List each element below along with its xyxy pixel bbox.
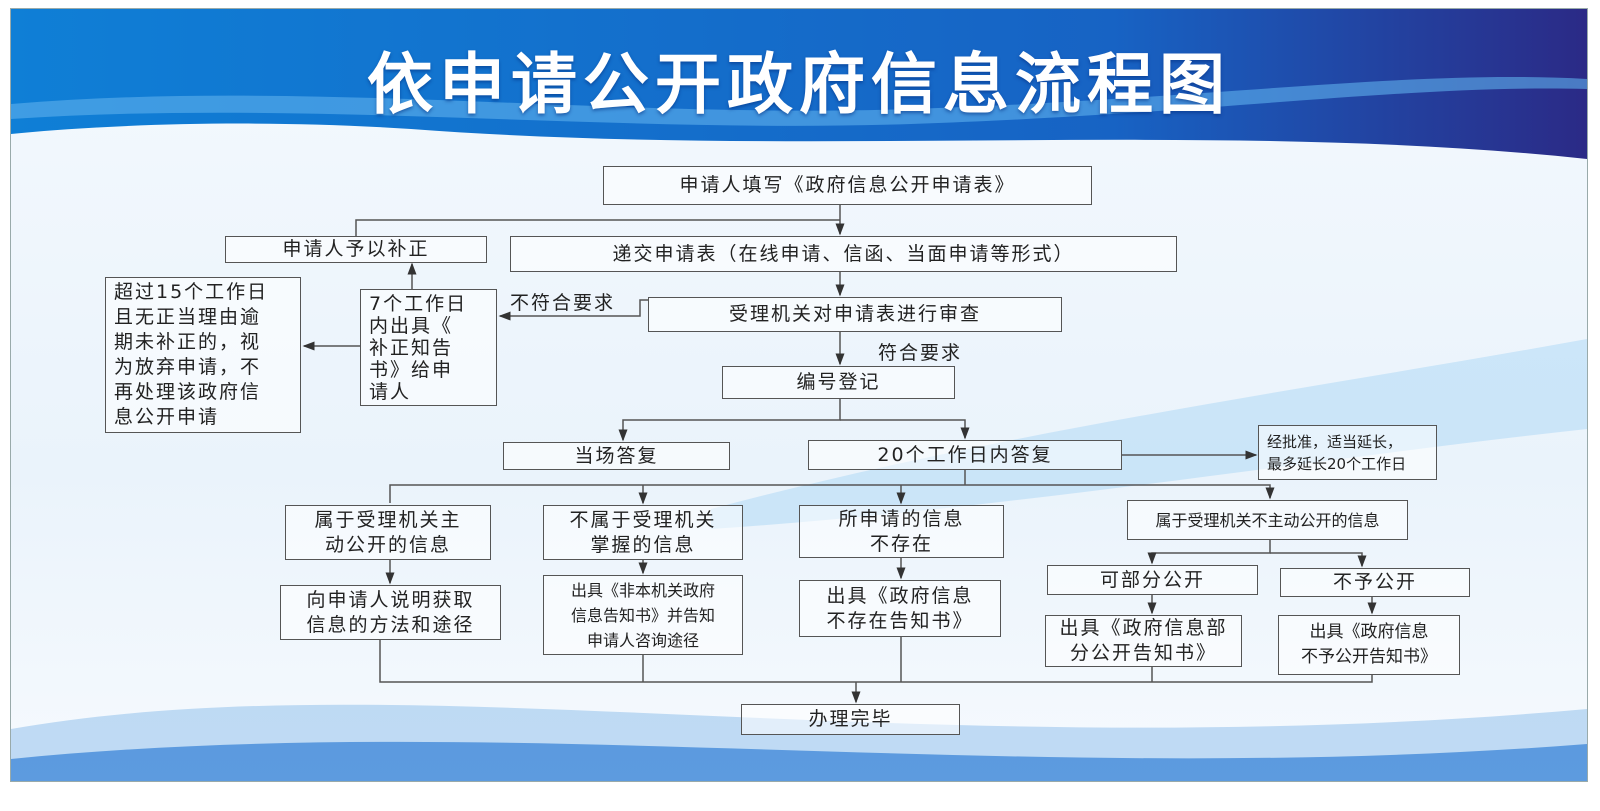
label-meet: 符合要求 bbox=[878, 342, 963, 364]
node-reply-20days: 20个工作日内答复 bbox=[808, 440, 1122, 470]
connector bbox=[379, 640, 1373, 683]
connector bbox=[355, 219, 840, 236]
connector bbox=[840, 419, 970, 440]
connector bbox=[618, 399, 841, 442]
node-not-active: 属于受理机关不主动公开的信息 bbox=[1127, 500, 1408, 540]
connector bbox=[1270, 552, 1367, 568]
node-partial: 可部分公开 bbox=[1047, 565, 1258, 595]
node-notice-7days: 7个工作日 内出具《 补正知告 书》给申 请人 bbox=[360, 289, 497, 406]
node-submit: 递交申请表（在线申请、信函、当面申请等形式） bbox=[510, 236, 1177, 272]
node-explain-method: 向申请人说明获取 信息的方法和途径 bbox=[280, 585, 501, 640]
background-waves bbox=[11, 339, 1587, 781]
connector bbox=[389, 484, 1275, 503]
node-notice-partial: 出具《政府信息部 分公开告知书》 bbox=[1045, 615, 1242, 667]
node-review: 受理机关对申请表进行审查 bbox=[648, 297, 1062, 332]
node-not-exist: 所申请的信息 不存在 bbox=[799, 505, 1004, 558]
node-fill-form: 申请人填写《政府信息公开申请表》 bbox=[603, 166, 1092, 205]
header-band bbox=[11, 9, 1587, 159]
node-overdue: 超过15个工作日 且无正当理由逾 期未补正的，视 为放弃申请，不 再处理该政府信… bbox=[105, 277, 301, 433]
node-active-public: 属于受理机关主 动公开的信息 bbox=[285, 505, 491, 560]
page-title: 依申请公开政府信息流程图 bbox=[367, 46, 1231, 123]
node-reply-onsite: 当场答复 bbox=[503, 442, 730, 470]
node-not-held: 不属于受理机关 掌握的信息 bbox=[543, 505, 743, 560]
label-not-meet: 不符合要求 bbox=[510, 292, 616, 314]
node-notice-refuse: 出具《政府信息 不予公开告知书》 bbox=[1278, 615, 1460, 675]
node-notice-not-exist: 出具《政府信息 不存在告知书》 bbox=[799, 580, 1001, 637]
poster: 依申请公开政府信息流程图 bbox=[10, 8, 1588, 782]
node-notice-not-held: 出具《非本机关政府 信息告知书》并告知 申请人咨询途径 bbox=[543, 575, 743, 655]
node-extension: 经批准，适当延长， 最多延长20个工作日 bbox=[1258, 425, 1437, 480]
node-refuse: 不予公开 bbox=[1280, 568, 1470, 597]
connector bbox=[1147, 540, 1271, 565]
node-supplement: 申请人予以补正 bbox=[225, 236, 487, 263]
connector bbox=[498, 299, 648, 321]
node-done: 办理完毕 bbox=[741, 704, 960, 735]
node-register: 编号登记 bbox=[722, 366, 955, 399]
